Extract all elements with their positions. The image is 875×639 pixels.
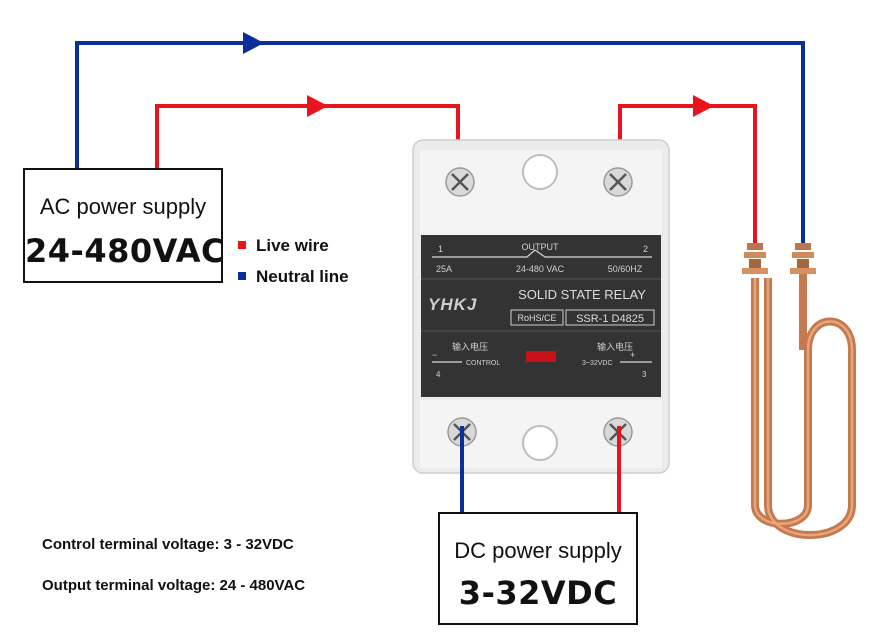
pin-1-label: 1 xyxy=(438,244,443,254)
pin-3-label: 3 xyxy=(642,370,647,379)
input-range-label: 3~32VDC xyxy=(582,360,613,367)
indicator-led xyxy=(526,351,556,362)
relay-name-label: SOLID STATE RELAY xyxy=(518,287,646,302)
input-cn-right-label: 输入电压 xyxy=(597,341,633,353)
output-voltage-note: Output terminal voltage: 24 - 480VAC xyxy=(42,577,306,594)
certs-box xyxy=(510,309,564,326)
terminal-2-screw-icon xyxy=(603,167,633,197)
solid-state-relay: 1 OUTPUT 2 25A 24-480 VAC 50/60HZ YHKJ S… xyxy=(412,139,670,474)
output-label: OUTPUT xyxy=(522,242,560,252)
legend-live-label: Live wire xyxy=(256,236,329,255)
live-swatch xyxy=(238,240,246,249)
dc-power-supply-box: DC power supply 3-32VDC xyxy=(438,512,638,625)
frequency-label: 50/60HZ xyxy=(608,264,643,274)
brand-logo: YHKJ xyxy=(428,295,477,314)
mounting-hole-bottom xyxy=(522,425,558,461)
legend-neutral-line: Neutral line xyxy=(238,267,349,287)
live-direction-arrow-1 xyxy=(307,95,328,117)
plus-sign: + xyxy=(630,350,635,360)
legend-live-wire: Live wire xyxy=(238,236,329,256)
pin-4-label: 4 xyxy=(436,370,441,379)
terminal-1-screw-icon xyxy=(445,167,475,197)
dc-supply-value: 3-32VDC xyxy=(458,574,618,612)
output-symbol xyxy=(432,249,652,258)
input-cn-left-label: 输入电压 xyxy=(452,341,488,353)
legend-neutral-label: Neutral line xyxy=(256,267,349,286)
model-label: SSR-1 D4825 xyxy=(576,313,644,325)
control-voltage-note: Control terminal voltage: 3 - 32VDC xyxy=(42,536,294,553)
neutral-wire-ac-to-heater xyxy=(75,41,805,245)
model-box xyxy=(565,309,655,326)
ac-supply-value: 24-480VAC xyxy=(25,232,225,270)
output-voltage-label: 24-480 VAC xyxy=(516,264,565,274)
pin-2-label: 2 xyxy=(643,244,648,254)
mounting-hole-top xyxy=(522,154,558,190)
certs-label: RoHS/CE xyxy=(517,313,556,323)
control-label: CONTROL xyxy=(466,360,500,367)
live-direction-arrow-2 xyxy=(693,95,714,117)
relay-panel xyxy=(421,235,661,397)
neutral-direction-arrow xyxy=(243,32,264,54)
heating-element-icon xyxy=(742,243,856,539)
ac-power-supply-box: AC power supply 24-480VAC xyxy=(23,168,225,283)
rating-label: 25A xyxy=(436,264,452,274)
neutral-swatch xyxy=(238,271,246,280)
dc-supply-title: DC power supply xyxy=(454,538,622,563)
ac-supply-title: AC power supply xyxy=(39,194,207,219)
minus-sign: − xyxy=(432,350,437,360)
